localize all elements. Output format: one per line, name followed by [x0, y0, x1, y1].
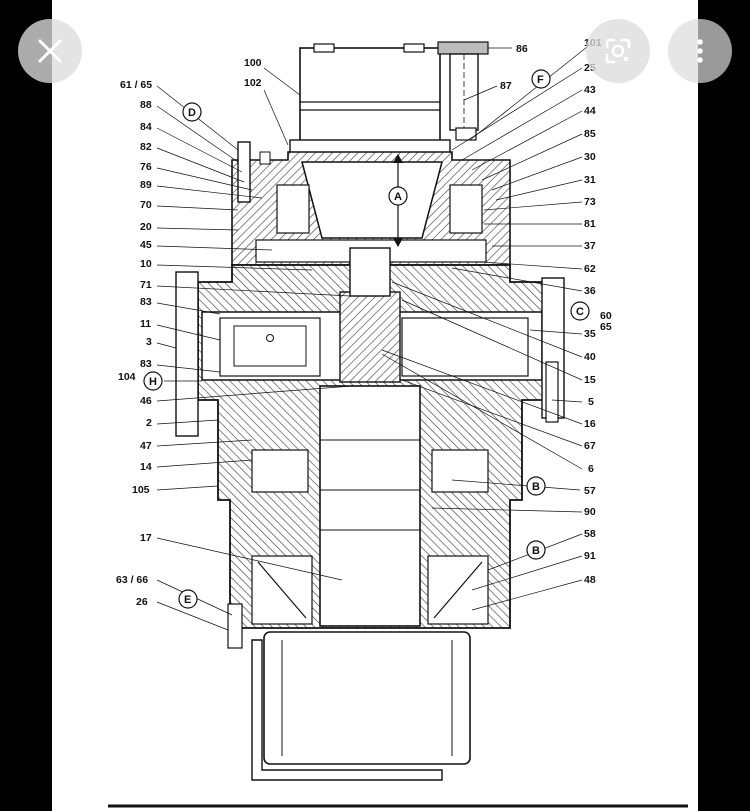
svg-text:A: A [394, 191, 402, 203]
label-73: 73 [584, 196, 596, 208]
label-76: 76 [140, 161, 152, 173]
label-104: 104 [118, 371, 136, 383]
label-17: 17 [140, 532, 152, 544]
label-14: 14 [140, 461, 152, 473]
svg-text:B: B [532, 481, 540, 493]
lens-icon [605, 38, 631, 64]
label-71: 71 [140, 279, 152, 291]
label-70: 70 [140, 199, 152, 211]
label-37: 37 [584, 240, 596, 252]
label-31: 31 [584, 174, 596, 186]
output-drum [251, 631, 471, 781]
label-89: 89 [140, 179, 152, 191]
label-87: 87 [500, 80, 512, 92]
circle-b-upper: B [526, 476, 546, 496]
label-83-lower: 83 [140, 358, 152, 370]
top-part-labels: 100 102 [244, 57, 262, 89]
label-20: 20 [140, 221, 152, 233]
circle-c: C [570, 301, 590, 321]
label-67: 67 [584, 440, 596, 452]
svg-text:H: H [149, 376, 157, 388]
label-100: 100 [244, 57, 262, 69]
label-3: 3 [146, 336, 152, 348]
label-5: 5 [588, 396, 594, 408]
label-58: 58 [584, 528, 596, 540]
label-40: 40 [584, 351, 596, 363]
label-65: 65 [600, 321, 612, 333]
valve-assembly [437, 41, 489, 141]
label-105: 105 [132, 484, 150, 496]
more-vert-icon [697, 39, 703, 63]
label-91: 91 [584, 550, 596, 562]
label-60: 60 [600, 310, 612, 322]
label-88: 88 [140, 99, 152, 111]
label-46: 46 [140, 395, 152, 407]
label-26: 26 [136, 596, 148, 608]
gearbox-cross-section-diagram: 61 / 65 88 84 82 76 89 70 20 45 10 71 83… [108, 37, 688, 808]
motor-housing [289, 43, 451, 155]
circle-e: E [178, 589, 198, 609]
visual-search-button[interactable] [586, 19, 650, 83]
circle-b-lower: B [526, 540, 546, 560]
label-2: 2 [146, 417, 152, 429]
left-part-labels: 61 / 65 88 84 82 76 89 70 20 45 10 71 83… [116, 79, 152, 608]
circle-h: H [143, 371, 163, 391]
label-15: 15 [584, 374, 596, 386]
circle-f: F [531, 69, 551, 89]
label-35: 35 [584, 328, 596, 340]
label-57: 57 [584, 485, 596, 497]
label-45: 45 [140, 239, 152, 251]
circle-a: A [388, 186, 408, 206]
label-83-upper: 83 [140, 296, 152, 308]
svg-text:C: C [576, 306, 584, 318]
upper-housing [231, 141, 511, 266]
label-11: 11 [140, 318, 151, 330]
label-85: 85 [584, 128, 596, 140]
label-86: 86 [516, 43, 528, 55]
label-36: 36 [584, 285, 596, 297]
circle-d: D [182, 102, 202, 122]
label-44: 44 [584, 105, 596, 117]
label-48: 48 [584, 574, 596, 586]
svg-text:B: B [532, 545, 540, 557]
close-button[interactable] [18, 19, 82, 83]
label-90: 90 [584, 506, 596, 518]
svg-text:E: E [184, 594, 191, 606]
label-61-65: 61 / 65 [120, 79, 152, 91]
more-options-button[interactable] [668, 19, 732, 83]
svg-text:D: D [188, 107, 196, 119]
label-84: 84 [140, 121, 152, 133]
label-47: 47 [140, 440, 152, 452]
svg-text:F: F [537, 74, 544, 86]
label-43: 43 [584, 84, 596, 96]
label-102: 102 [244, 77, 262, 89]
close-icon [38, 39, 62, 63]
label-62: 62 [584, 263, 596, 275]
label-16: 16 [584, 418, 596, 430]
right-leader-lines [381, 42, 593, 611]
label-10: 10 [140, 258, 152, 270]
label-30: 30 [584, 151, 596, 163]
left-leader-lines [156, 67, 353, 631]
output-shaft [227, 385, 489, 649]
reference-circles: D A F C H B B E [143, 69, 590, 609]
diagram-sheet: 61 / 65 88 84 82 76 89 70 20 45 10 71 83… [52, 0, 698, 811]
label-81: 81 [584, 218, 596, 230]
label-6: 6 [588, 463, 594, 475]
label-63-66: 63 / 66 [116, 574, 148, 586]
label-82: 82 [140, 141, 152, 153]
